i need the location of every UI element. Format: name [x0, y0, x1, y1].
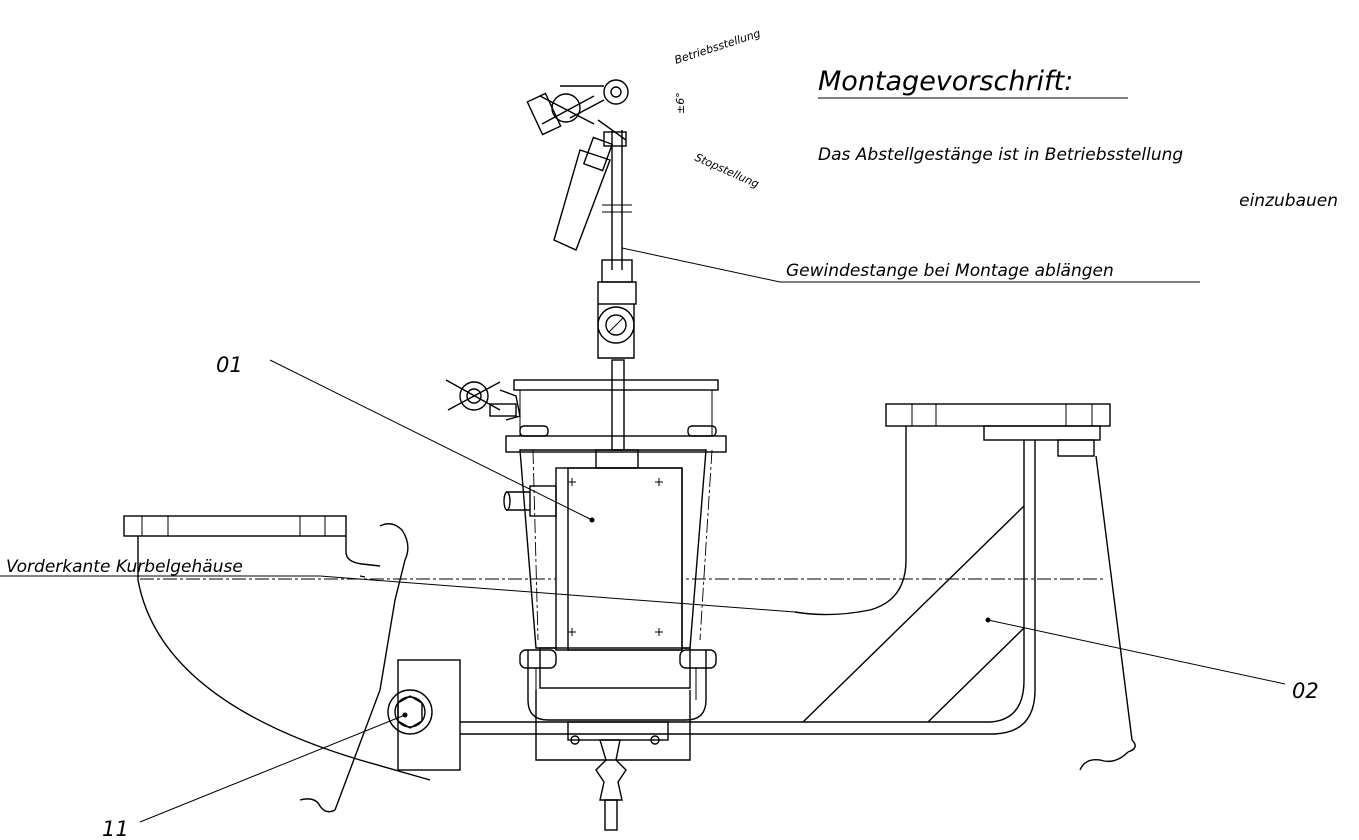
title: Montagevorschrift:: [818, 66, 1073, 97]
lower-lever: [445, 379, 521, 421]
leader-lines: [0, 97, 1286, 823]
upper-lever: [526, 79, 629, 251]
crankcase-edge-label: Vorderkante Kurbelgehäuse: [6, 557, 243, 577]
top-plate: [505, 359, 727, 469]
instruction-line-2: einzubauen: [1239, 191, 1338, 211]
right-bracket: [460, 403, 1136, 771]
stop-position-label: Stopstellung: [693, 151, 761, 191]
thread-rod-label: Gewindestange bei Montage ablängen: [786, 261, 1114, 281]
left-bracket: [123, 515, 431, 813]
part-11-label: 11: [102, 817, 129, 840]
operating-position-label: Betriebsstellung: [673, 27, 762, 67]
clamp-block: [387, 659, 461, 771]
instruction-line-1: Das Abstellgestänge ist in Betriebsstell…: [818, 145, 1183, 165]
actuator: [503, 449, 717, 831]
part-02-label: 02: [1292, 679, 1319, 703]
linkage-rod: [597, 130, 637, 359]
angle-label: ±6°: [674, 92, 687, 114]
part-01-label: 01: [216, 353, 243, 377]
